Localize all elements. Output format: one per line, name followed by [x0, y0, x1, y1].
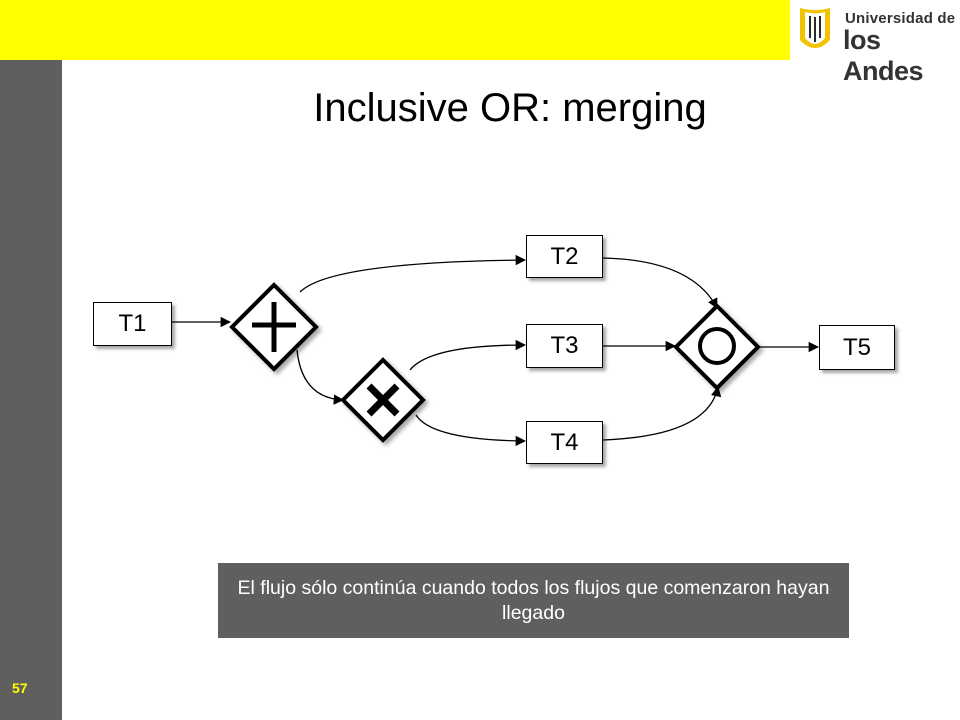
logo-text-line1: Universidad de: [845, 10, 956, 27]
logo-shield-icon: [800, 8, 830, 48]
task-t2: T2: [526, 235, 603, 278]
logo-text-line2: los Andes: [843, 25, 924, 86]
flow-split1-split2: [296, 349, 345, 405]
parallel-gateway-split: [229, 282, 319, 372]
flow-split2-t3: [409, 339, 527, 371]
plus-icon: [252, 302, 296, 352]
side-bar: [0, 60, 62, 720]
header-bar: [0, 0, 790, 60]
flow-t2-merge: [602, 257, 718, 309]
circle-icon: [698, 327, 736, 365]
slide-title: Inclusive OR: merging: [313, 86, 707, 130]
flow-split1-t2: [299, 254, 527, 293]
flow-split2-t4: [415, 414, 527, 447]
inclusive-gateway-merge: [673, 303, 761, 391]
university-logo: Universidad de los Andes: [790, 0, 960, 86]
caption-text: El flujo sólo continúa cuando todos los …: [237, 576, 830, 624]
slide-number: 57: [12, 680, 28, 696]
x-icon: [366, 383, 400, 417]
flow-t4-merge: [602, 385, 722, 441]
task-t3: T3: [526, 324, 603, 368]
task-t5: T5: [819, 325, 895, 370]
task-t1: T1: [93, 302, 172, 346]
caption-box: El flujo sólo continúa cuando todos los …: [218, 563, 849, 638]
exclusive-gateway-split: [340, 357, 426, 443]
task-t4: T4: [526, 421, 603, 464]
